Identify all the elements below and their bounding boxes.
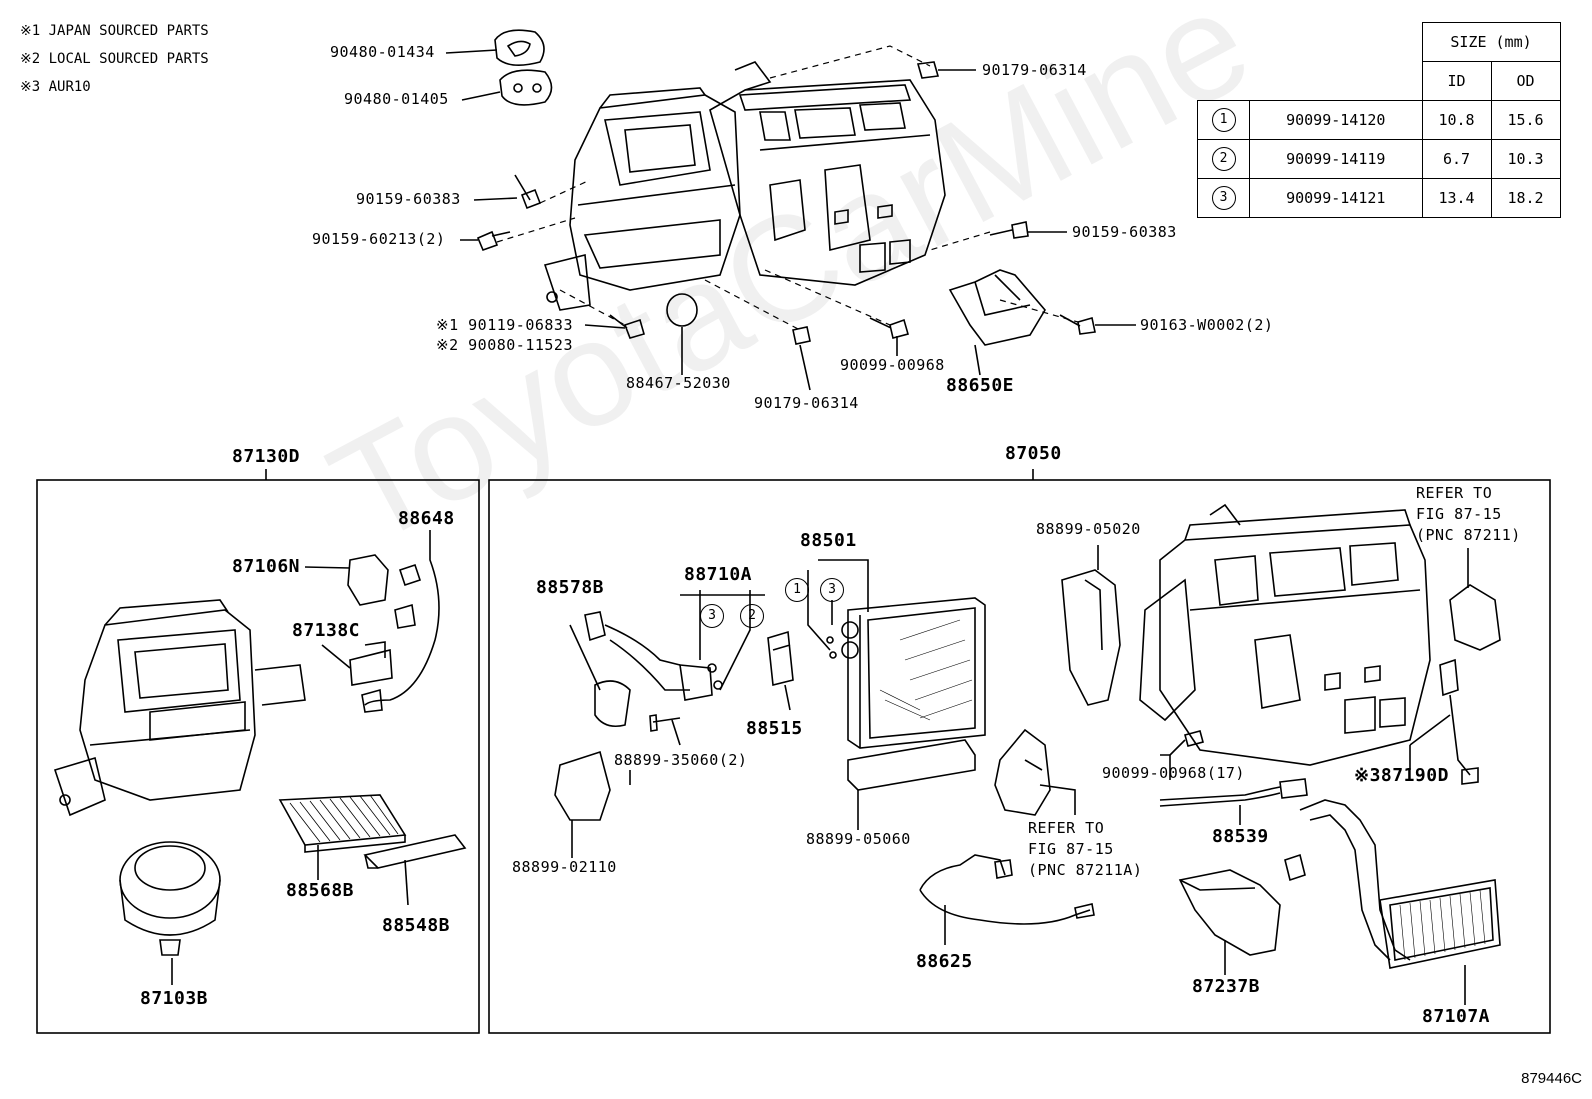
note-aur10: ※3 AUR10 [20,79,91,95]
refer-note: (PNC 87211A) [1028,861,1143,879]
part-label: 88625 [916,951,973,972]
refer-note: FIG 87-15 [1028,840,1114,858]
part-label: ※2 90080-11523 [436,336,573,354]
row-id: 10.8 [1421,100,1492,140]
blower-unit-drawing [53,530,467,985]
part-label: 90159-60213(2) [312,230,446,248]
air-conditioning-unit-drawing [554,503,1501,1005]
circle-marker: 3 [1211,186,1236,210]
circle-marker: 3 [700,604,724,628]
table-row: 3 90099-14121 13.4 18.2 [1197,178,1561,218]
box-title: 87050 [1005,443,1062,464]
part-label: 87138C [292,620,361,641]
refer-note: (PNC 87211) [1416,526,1521,544]
row-od: 15.6 [1490,100,1561,140]
part-label: 90179-06314 [982,61,1087,79]
refer-note: FIG 87-15 [1416,505,1502,523]
note-local: ※2 LOCAL SOURCED PARTS [20,51,209,67]
part-label: 88710A [684,564,753,585]
circle-marker: 2 [1211,147,1236,171]
part-label: 88568B [286,880,355,901]
part-label: 88899-35060(2) [614,751,748,769]
refer-note: REFER TO [1028,819,1105,837]
part-label: 90099-00968(17) [1102,764,1245,782]
table-row: 2 90099-14119 6.7 10.3 [1197,139,1561,179]
row-od: 10.3 [1490,139,1561,179]
part-label: 88548B [382,915,451,936]
part-label: 88899-02110 [512,858,617,876]
row-od: 18.2 [1490,178,1561,218]
part-label: 90163-W0002(2) [1140,316,1274,334]
circle-marker: 1 [1211,108,1236,132]
circle-marker: 3 [820,578,844,602]
part-label: 88539 [1212,826,1269,847]
size-header: SIZE (mm) [1421,22,1561,62]
part-label: 87106N [232,556,301,577]
part-label: 88501 [800,530,857,551]
figure-id: 879446C [1521,1070,1582,1087]
part-label: 90159-60383 [1072,223,1177,241]
part-label: 90179-06314 [754,394,859,412]
part-label: ※1 90119-06833 [436,316,573,334]
col-od: OD [1490,61,1561,101]
heater-unit-top-drawing [445,29,1136,391]
box-87130d [36,479,480,1034]
row-id: 13.4 [1421,178,1492,218]
part-label: 87237B [1192,976,1261,997]
part-label: 88467-52030 [626,374,731,392]
size-table: SIZE (mm) ID OD 1 90099-14120 10.8 15.6 … [1197,22,1561,218]
row-part: 90099-14121 [1249,178,1423,218]
circle-marker: 1 [785,578,809,602]
part-label: 88650E [946,375,1015,396]
part-label: 88578B [536,577,605,598]
part-label: 88515 [746,718,803,739]
part-label: 90480-01405 [344,90,449,108]
note-japan: ※1 JAPAN SOURCED PARTS [20,23,209,39]
table-row: 1 90099-14120 10.8 15.6 [1197,100,1561,140]
part-label: 88899-05020 [1036,520,1141,538]
part-label: 88648 [398,508,455,529]
part-label: 90480-01434 [330,43,435,61]
refer-note: REFER TO [1416,484,1493,502]
part-label: 90099-00968 [840,356,945,374]
box-87050 [488,479,1551,1034]
row-part: 90099-14119 [1249,139,1423,179]
row-id: 6.7 [1421,139,1492,179]
part-label: ※387190D [1354,765,1449,786]
row-part: 90099-14120 [1249,100,1423,140]
part-label: 87103B [140,988,209,1009]
part-label: 87107A [1422,1006,1491,1027]
part-label: 90159-60383 [356,190,461,208]
box-title: 87130D [232,446,301,467]
circle-marker: 2 [740,604,764,628]
col-id: ID [1421,61,1492,101]
part-label: 88899-05060 [806,830,911,848]
